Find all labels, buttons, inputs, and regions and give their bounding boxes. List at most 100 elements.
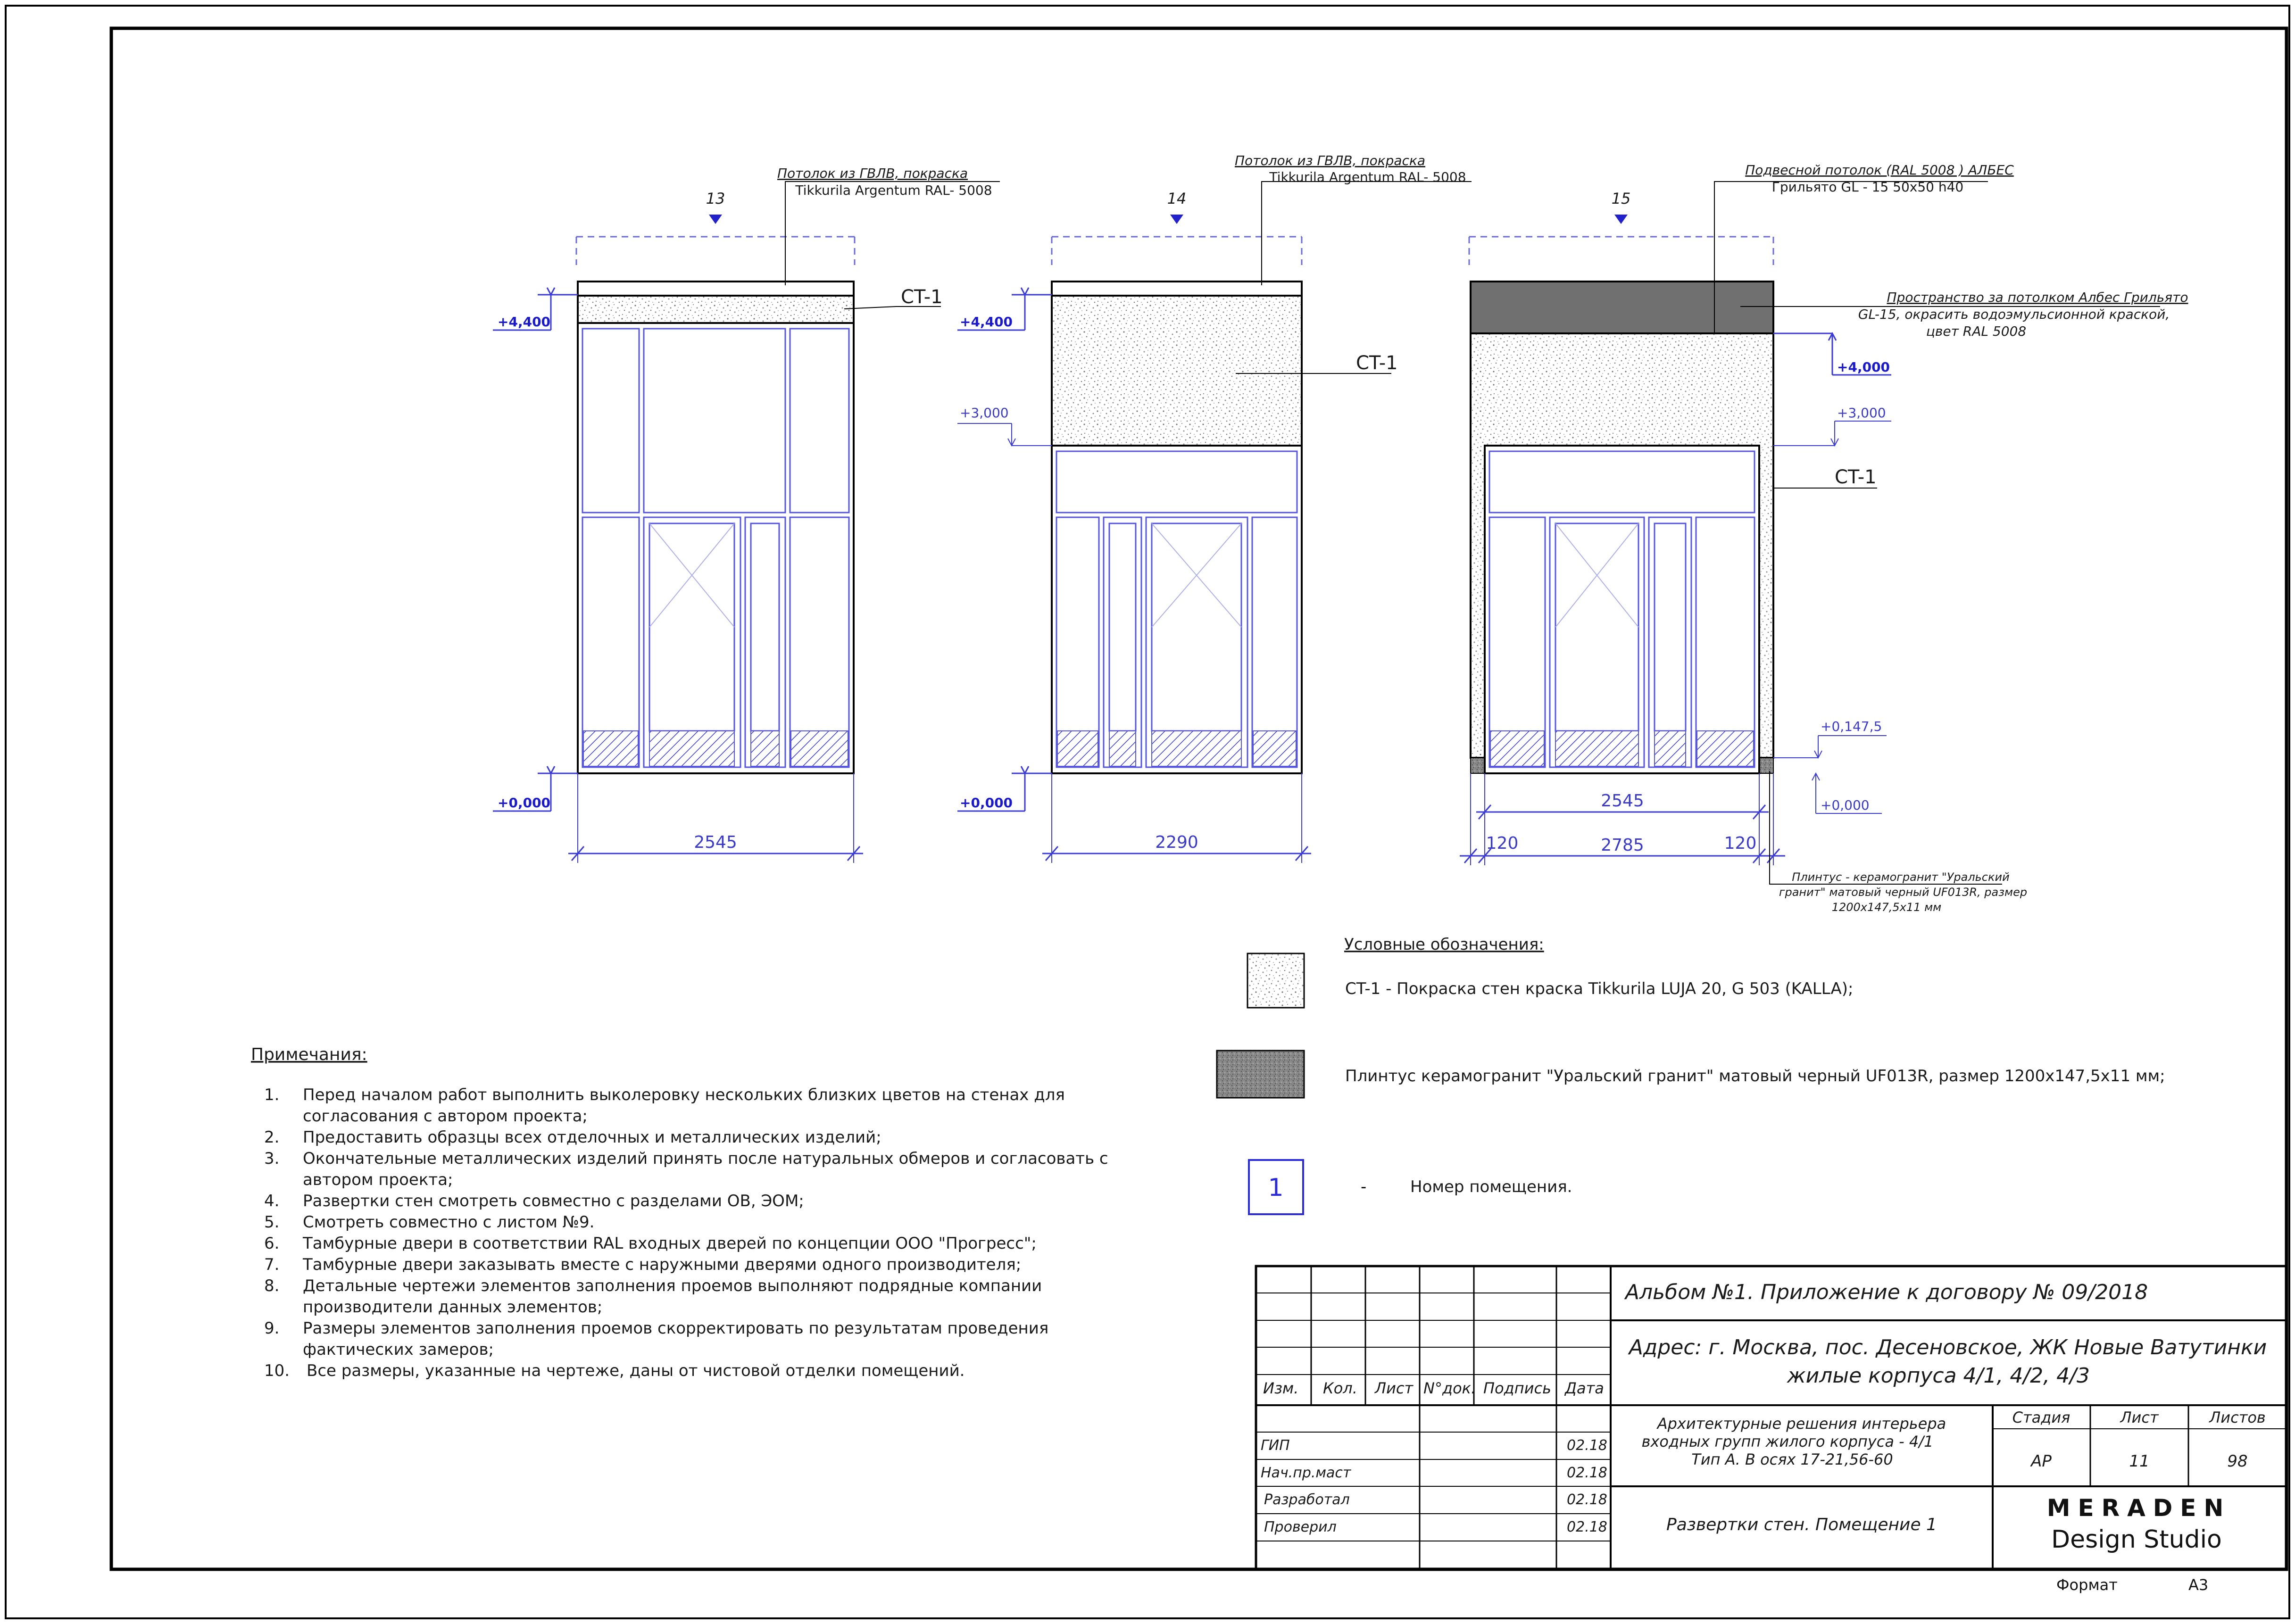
header-doc: N°док. bbox=[1423, 1379, 1476, 1397]
inner-frame bbox=[109, 26, 2288, 1571]
level-mid: +3,000 bbox=[960, 405, 1009, 421]
role-date: 02.18 bbox=[1567, 1491, 1607, 1508]
logo-top: MERADEN bbox=[2047, 1494, 2231, 1522]
address-line2: жилые корпуса 4/1, 4/2, 4/3 bbox=[1787, 1364, 2090, 1388]
sheet-label: Лист bbox=[2120, 1409, 2159, 1426]
ceiling-band bbox=[1051, 281, 1303, 297]
ceiling-note-line2: Грильято GL - 15 50x50 h40 bbox=[1772, 179, 1963, 195]
studio-logo: MERADEN Design Studio bbox=[2047, 1494, 2231, 1554]
note-line: Тамбурные двери заказывать вместе с нару… bbox=[302, 1255, 1021, 1274]
legend-paint-text: CT-1 - Покраска стен краска Tikkurila LU… bbox=[1345, 979, 1853, 998]
sheets-label: Листов bbox=[2209, 1409, 2266, 1426]
sheet-value: 11 bbox=[2129, 1452, 2149, 1471]
note-number: 2. bbox=[264, 1128, 279, 1147]
title-block-text: Изм. Кол. Лист N°док. Подпись Дата ГИП 0… bbox=[1261, 1280, 2267, 1535]
room-number-label: 14 bbox=[1167, 190, 1187, 207]
note-line: Окончательные металлических изделий прин… bbox=[303, 1149, 1108, 1168]
inner-width-dimension: 2545 bbox=[1601, 791, 1644, 811]
elevation-15: 15 Подвесной потолок (RAL 5008 ) АЛБЕС Г… bbox=[1460, 162, 2188, 914]
note-number: 9. bbox=[264, 1319, 279, 1338]
level-bottom: +0,000 bbox=[1821, 797, 1870, 813]
legend-dash: - bbox=[1361, 1177, 1366, 1196]
room-number-label: 15 bbox=[1612, 190, 1631, 207]
plinth-note-line3: 1200x147,5x11 мм bbox=[1832, 901, 1942, 914]
room-marker-icon bbox=[1614, 215, 1628, 224]
role-date: 02.18 bbox=[1567, 1437, 1607, 1454]
address-line1: Адрес: г. Москва, пос. Десеновское, ЖК Н… bbox=[1628, 1335, 2267, 1359]
plinth-note-line2: гранит" матовый черный UF013R, размер bbox=[1779, 886, 2027, 899]
glazing-frame bbox=[577, 322, 855, 774]
legend: Условные обозначения: CT-1 - Покраска ст… bbox=[1216, 935, 2165, 1215]
note-number: 5. bbox=[264, 1213, 279, 1232]
note-number: 6. bbox=[264, 1234, 279, 1253]
level-top: +4,400 bbox=[498, 314, 550, 330]
header-kol: Кол. bbox=[1323, 1379, 1357, 1397]
header-izm: Изм. bbox=[1263, 1379, 1298, 1397]
note-number: 7. bbox=[264, 1255, 279, 1274]
note-number: 4. bbox=[264, 1192, 279, 1210]
stage-value: АР bbox=[2030, 1452, 2052, 1471]
level-bottom: +0,000 bbox=[498, 795, 550, 811]
outer-frame bbox=[5, 5, 2290, 1619]
note-line: Предоставить образцы всех отделочных и м… bbox=[303, 1128, 881, 1147]
level-mid: +3,000 bbox=[1837, 405, 1886, 421]
sheet-title: Развертки стен. Помещение 1 bbox=[1666, 1515, 1937, 1534]
wall-tag: CT-1 bbox=[1356, 352, 1398, 374]
project-line2: входных групп жилого корпуса - 4/1 bbox=[1642, 1433, 1934, 1450]
ceiling-note-line1: Потолок из ГВЛВ, покраска bbox=[777, 166, 968, 181]
stage-label: Стадия bbox=[2012, 1409, 2070, 1426]
note-number: 3. bbox=[264, 1149, 279, 1168]
header-signature: Подпись bbox=[1483, 1379, 1551, 1397]
header-date: Дата bbox=[1564, 1379, 1604, 1397]
plinth-right bbox=[1759, 757, 1774, 774]
header-list: Лист bbox=[1374, 1379, 1414, 1397]
wall-paint-band bbox=[577, 295, 855, 324]
sheets-value: 98 bbox=[2227, 1452, 2247, 1471]
note-line: Развертки стен смотреть совместно с разд… bbox=[303, 1192, 804, 1210]
note-line: фактических замеров; bbox=[303, 1340, 494, 1359]
note-line: согласования с автором проекта; bbox=[303, 1107, 588, 1126]
plinth-swatch bbox=[1216, 1050, 1305, 1099]
total-width-dimension: 2785 bbox=[1601, 836, 1644, 855]
level-top: +4,000 bbox=[1837, 359, 1890, 375]
notes-title: Примечания: bbox=[251, 1045, 367, 1064]
ceiling-note-line2: Tikkurila Argentum RAL- 5008 bbox=[795, 182, 992, 198]
note-line: производители данных элементов; bbox=[303, 1298, 602, 1317]
role-checker: Проверил bbox=[1264, 1519, 1337, 1535]
role-date: 02.18 bbox=[1567, 1519, 1607, 1535]
room-number-symbol-value: 1 bbox=[1268, 1174, 1283, 1202]
plinth-note-line1: Плинтус - керамогранит "Уральский bbox=[1792, 870, 2009, 884]
project-line3: Тип А. В осях 17-21,56-60 bbox=[1691, 1450, 1893, 1468]
space-note-line3: цвет RAL 5008 bbox=[1926, 323, 2026, 339]
level-plinth: +0,147,5 bbox=[1821, 719, 1882, 734]
plinth-left bbox=[1470, 757, 1485, 774]
ceiling-note-line1: Подвесной потолок (RAL 5008 ) АЛБЕС bbox=[1745, 162, 2014, 178]
note-number: 8. bbox=[264, 1276, 279, 1295]
ceiling-note-line2: Tikkurila Argentum RAL- 5008 bbox=[1269, 169, 1466, 185]
note-number: 10. bbox=[264, 1361, 290, 1380]
space-note-line1: Пространство за потолком Албес Грильято bbox=[1887, 290, 2188, 305]
note-line: Детальные чертежи элементов заполнения п… bbox=[303, 1276, 1042, 1295]
notes: Примечания: 1. Перед началом работ выпол… bbox=[251, 1045, 1108, 1380]
note-line: Перед началом работ выполнить выколеровк… bbox=[303, 1085, 1065, 1104]
wall-tag: CT-1 bbox=[1835, 466, 1877, 488]
width-dimension: 2545 bbox=[694, 833, 737, 852]
format-value: А3 bbox=[2188, 1576, 2208, 1594]
role-developer: Разработал bbox=[1264, 1491, 1350, 1508]
glazing-frame bbox=[1484, 445, 1760, 774]
elevation-13: 13 Потолок из ГВЛВ, покраска Tikkurila A… bbox=[493, 166, 1000, 863]
legend-plinth-text: Плинтус керамогранит "Уральский гранит" … bbox=[1345, 1067, 2165, 1085]
space-note-line2: GL-15, окрасить водоэмульсионной краской… bbox=[1858, 307, 2170, 322]
width-dimension: 2290 bbox=[1155, 833, 1198, 852]
format-label: Формат bbox=[2056, 1576, 2118, 1594]
role-gip: ГИП bbox=[1261, 1437, 1290, 1454]
room-marker-icon bbox=[709, 215, 722, 224]
ceiling-band bbox=[577, 281, 855, 297]
elevation-14: 14 Потолок из ГВЛВ, покраска Tikkurila A… bbox=[957, 153, 1472, 863]
room-number-label: 13 bbox=[706, 190, 725, 207]
note-line: Размеры элементов заполнения проемов ско… bbox=[303, 1319, 1048, 1338]
wall-tag: CT-1 bbox=[901, 286, 943, 308]
logo-bottom: Design Studio bbox=[2051, 1525, 2222, 1554]
right-plinth-dimension: 120 bbox=[1724, 834, 1757, 853]
